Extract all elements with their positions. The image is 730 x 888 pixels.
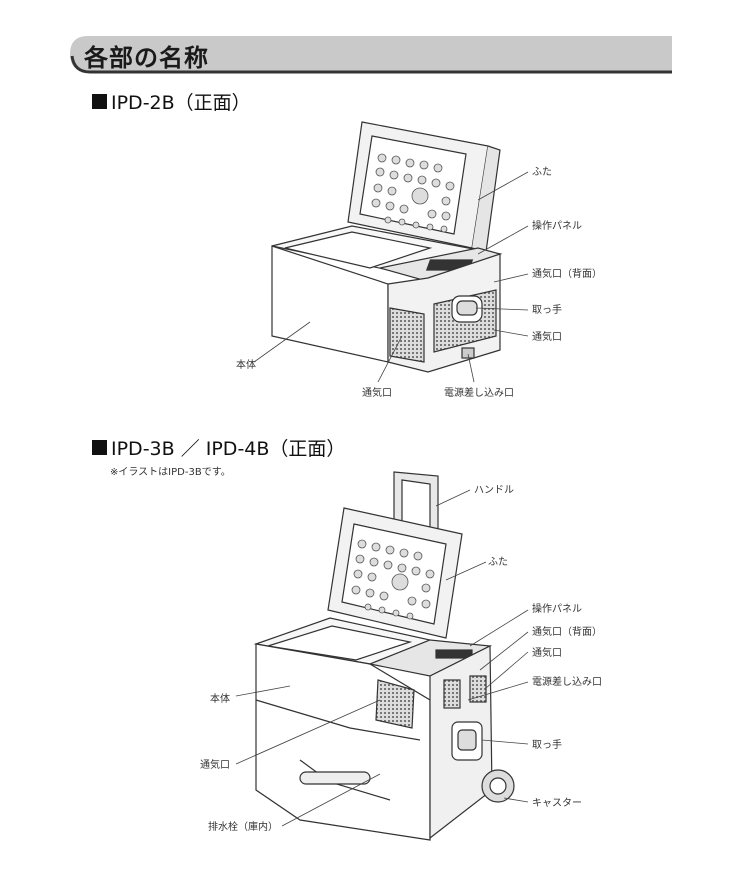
ipd-3b-illustration xyxy=(235,471,529,841)
label-power-socket: 電源差し込み口 xyxy=(444,386,514,399)
label-lid: ふた xyxy=(488,556,508,568)
label-caster: キャスター xyxy=(532,797,582,809)
label-body: 本体 xyxy=(210,692,230,705)
square-bullet-icon xyxy=(92,94,107,109)
label-power-socket: 電源差し込み口 xyxy=(532,675,602,688)
ipd-2b-illustration xyxy=(253,121,529,383)
section-title: 各部の名称 xyxy=(84,44,209,72)
label-lid: ふた xyxy=(532,166,552,178)
label-handle: 取っ手 xyxy=(532,303,562,316)
label-vent-side: 通気口 xyxy=(532,646,562,659)
model2-note: ※イラストはIPD-3Bです。 xyxy=(110,467,231,478)
label-vent-front: 通気口 xyxy=(362,386,392,399)
label-vent-back: 通気口（背面） xyxy=(532,267,602,280)
model2-heading-text: IPD-3B ／ IPD-4B（正面） xyxy=(111,438,346,460)
section-banner: 各部の名称 xyxy=(68,34,672,74)
model1-heading: IPD-2B（正面） xyxy=(92,88,251,115)
label-grip: 取っ手 xyxy=(532,738,562,751)
banner-shape xyxy=(70,36,672,74)
model2-heading: IPD-3B ／ IPD-4B（正面） xyxy=(92,434,345,461)
label-handle-bar: ハンドル xyxy=(474,485,514,496)
label-control-panel: 操作パネル xyxy=(532,602,582,615)
model1-heading-text: IPD-2B（正面） xyxy=(111,92,251,114)
square-bullet-icon xyxy=(92,440,107,455)
label-control-panel: 操作パネル xyxy=(532,219,582,232)
label-drain-plug: 排水栓（庫内） xyxy=(208,820,278,833)
label-vent-side: 通気口 xyxy=(532,330,562,343)
label-vent-front: 通気口 xyxy=(200,758,230,771)
label-body: 本体 xyxy=(236,358,256,371)
label-vent-back: 通気口（背面） xyxy=(532,625,602,638)
